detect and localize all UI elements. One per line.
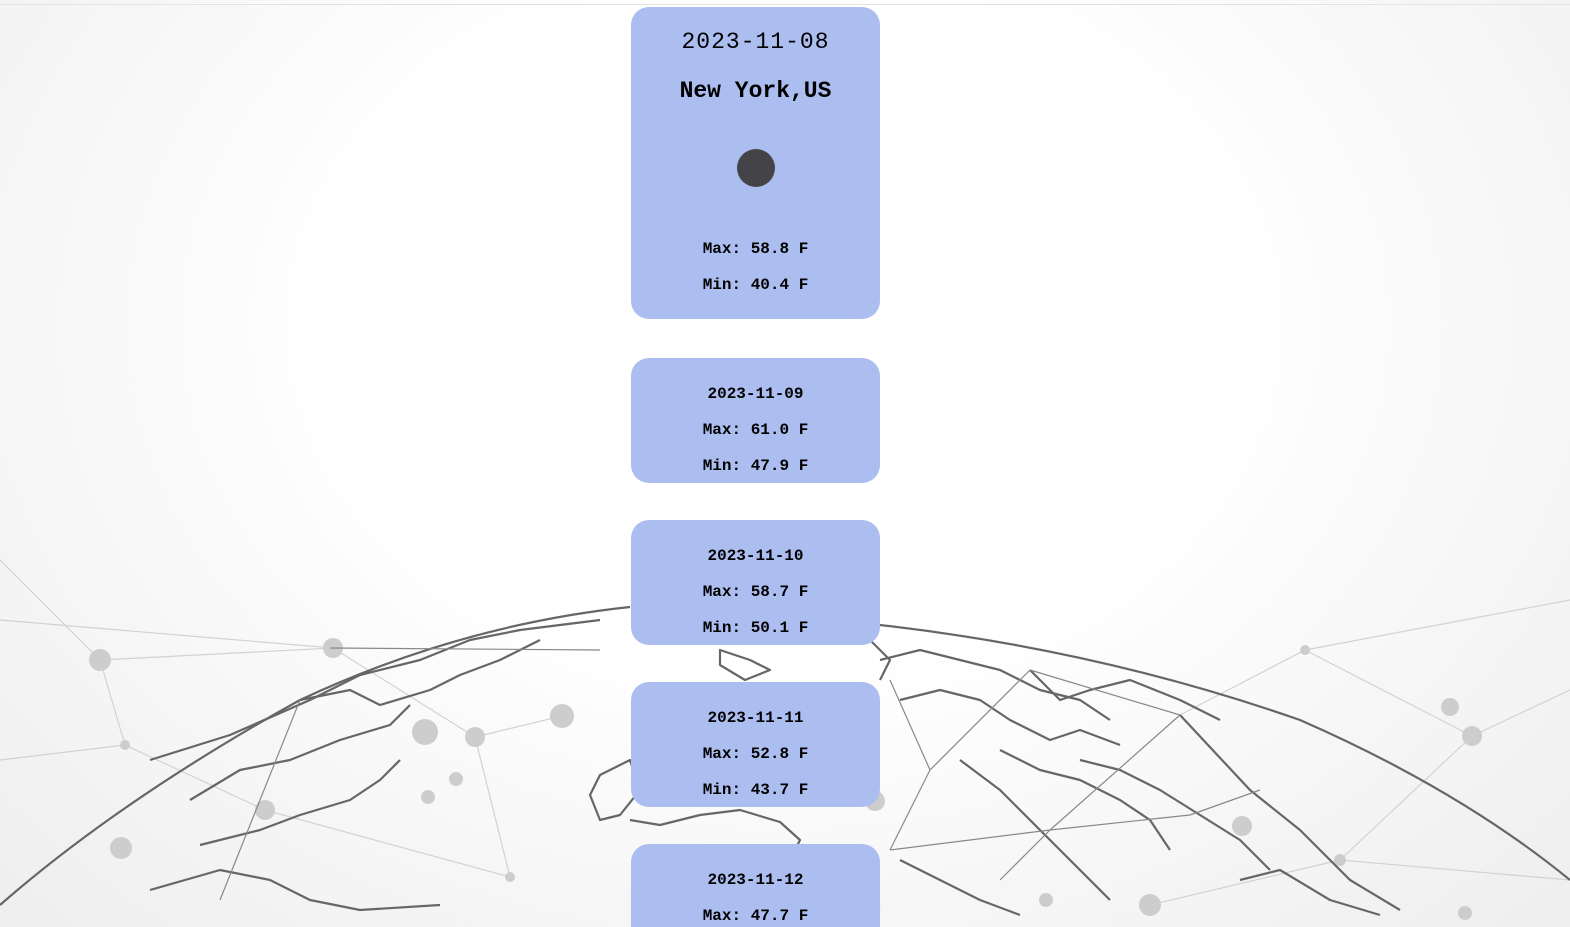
forecast-date: 2023-11-10: [707, 547, 804, 565]
forecast-min-temp: Min: 43.7 F: [702, 781, 809, 799]
forecast-max-temp: Max: 52.8 F: [702, 745, 809, 763]
current-min-temp: Min: 40.4 F: [702, 276, 809, 294]
forecast-max-temp: Max: 58.7 F: [702, 583, 809, 601]
forecast-date: 2023-11-11: [707, 709, 804, 727]
weather-condition-icon: [736, 149, 775, 187]
top-border: [0, 4, 1570, 5]
current-date: 2023-11-08: [681, 29, 830, 55]
forecast-card: 2023-11-10 Max: 58.7 F Min: 50.1 F: [631, 520, 880, 645]
forecast-date: 2023-11-09: [707, 385, 804, 403]
forecast-min-temp: Min: 47.9 F: [702, 457, 809, 475]
current-weather-card: 2023-11-08 New York,US Max: 58.8 F Min: …: [631, 7, 880, 319]
forecast-card: 2023-11-11 Max: 52.8 F Min: 43.7 F: [631, 682, 880, 807]
forecast-date: 2023-11-12: [707, 871, 804, 889]
forecast-card: 2023-11-12 Max: 47.7 F: [631, 844, 880, 927]
forecast-card: 2023-11-09 Max: 61.0 F Min: 47.9 F: [631, 358, 880, 483]
forecast-max-temp: Max: 47.7 F: [702, 907, 809, 925]
forecast-min-temp: Min: 50.1 F: [702, 619, 809, 637]
city-name: New York,US: [679, 78, 832, 104]
forecast-max-temp: Max: 61.0 F: [702, 421, 809, 439]
forecast-column: 2023-11-08 New York,US Max: 58.8 F Min: …: [631, 7, 880, 927]
current-max-temp: Max: 58.8 F: [702, 240, 809, 258]
